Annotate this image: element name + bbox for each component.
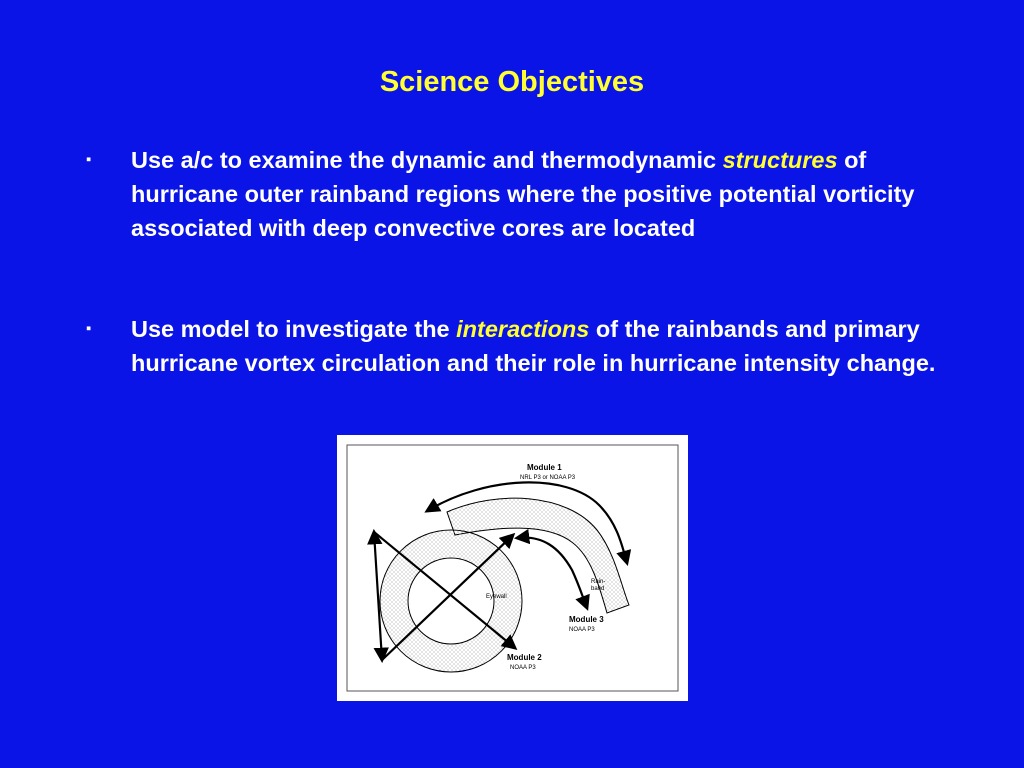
module-2-diagonal-a: [373, 531, 518, 650]
bullet-1-emphasis: structures: [722, 147, 838, 173]
bullet-2-after: of the rainbands and primary hurricane v…: [131, 316, 936, 376]
bullet-1-after: of hurricane outer rainband regions wher…: [131, 147, 915, 241]
module-1-sublabel: NRL P3 or NOAA P3: [520, 475, 576, 481]
rainband-label-line-1: Rain-: [591, 579, 605, 585]
module-2-sublabel: NOAA P3: [510, 665, 536, 671]
rainband-label-line-2: band: [591, 586, 604, 592]
module-2-label: Module 2: [507, 653, 542, 662]
slide-title: Science Objectives: [379, 66, 645, 98]
module-2-left-leg: [367, 528, 389, 664]
bullet-1-before: Use a/c to examine the dynamic and therm…: [131, 147, 723, 173]
module-3-arrow: [513, 528, 590, 611]
bullet-1-text: Use a/c to examine the dynamic and therm…: [131, 143, 951, 245]
module-1-arrow: [424, 481, 632, 566]
bullet-2-emphasis: interactions: [456, 316, 590, 342]
module-2-diagonal-b: [381, 532, 516, 661]
hurricane-diagram-svg: Module 1 NRL P3 or NOAA P3 Module 3 NOAA…: [346, 444, 679, 692]
bullet-marker: ▪: [86, 320, 92, 337]
module-3-sublabel: NOAA P3: [569, 627, 595, 633]
bullet-2-text: Use model to investigate the interaction…: [131, 312, 951, 380]
module-3-label: Module 3: [569, 615, 604, 624]
diagram-frame: [346, 444, 679, 692]
module-1-label: Module 1: [527, 463, 562, 472]
bullet-2-before: Use model to investigate the: [131, 316, 457, 342]
hurricane-diagram: Module 1 NRL P3 or NOAA P3 Module 3 NOAA…: [337, 435, 688, 701]
eyewall-label: Eyewall: [486, 594, 507, 600]
bullet-marker: ▪: [86, 151, 92, 168]
